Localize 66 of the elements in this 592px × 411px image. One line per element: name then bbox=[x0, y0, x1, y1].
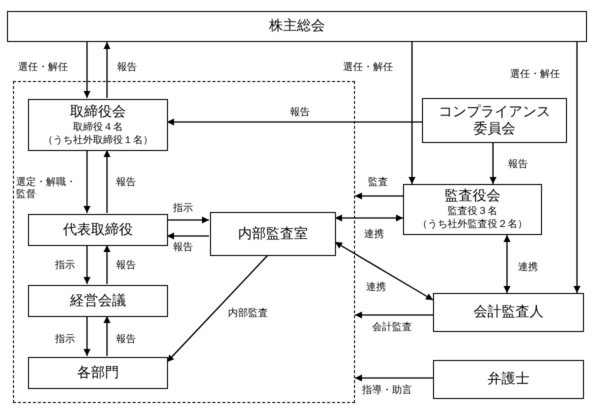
edge-label: 報告 bbox=[116, 177, 136, 189]
arrow bbox=[355, 192, 403, 200]
edge-label: 連携 bbox=[364, 229, 384, 241]
node-detail: 監査役３名 bbox=[448, 205, 498, 218]
node-title: 経営会議 bbox=[70, 292, 126, 310]
arrow bbox=[84, 42, 90, 98]
organization-box bbox=[433, 360, 584, 399]
edge-label: 指示 bbox=[173, 203, 193, 215]
organization-box bbox=[403, 184, 542, 235]
node-title: 監査役会 bbox=[444, 188, 500, 205]
boundary-frame bbox=[13, 81, 355, 403]
arrow bbox=[408, 42, 416, 184]
arrow bbox=[166, 254, 268, 362]
arrow bbox=[574, 42, 580, 293]
organization-box bbox=[422, 98, 567, 143]
edge-label: 報告 bbox=[290, 107, 310, 119]
arrow bbox=[104, 42, 110, 98]
edge-label: 選任・解任 bbox=[510, 69, 560, 81]
arrow bbox=[104, 316, 110, 356]
node-detail: （うち社外取締役１名） bbox=[43, 134, 153, 146]
organization-box bbox=[28, 214, 168, 246]
arrow bbox=[490, 143, 496, 184]
arrow bbox=[84, 316, 90, 356]
node-detail: （うち社外監査役２名） bbox=[418, 218, 528, 231]
edge-label: 選任・解任 bbox=[18, 62, 68, 74]
edge-label: 内部監査 bbox=[228, 308, 268, 320]
edge-label: 指導・助言 bbox=[362, 385, 412, 397]
arrow bbox=[84, 245, 90, 284]
organization-box bbox=[28, 99, 168, 151]
edge-label: 連携 bbox=[518, 262, 538, 274]
edge-label: 選任・解任 bbox=[343, 62, 393, 74]
edge-label: 監査 bbox=[368, 177, 388, 189]
arrow bbox=[355, 312, 433, 318]
node-title: コンプライアンス委員会 bbox=[438, 104, 552, 138]
node-title: 内部監査室 bbox=[238, 226, 308, 242]
edge-label: 報告 bbox=[116, 260, 136, 272]
edge-label: 報告 bbox=[117, 62, 137, 74]
arrow bbox=[355, 374, 433, 382]
node-title: 弁護士 bbox=[488, 371, 530, 388]
edge-label: 報告 bbox=[173, 242, 193, 254]
arrow bbox=[335, 214, 403, 222]
node-title: 株主総会 bbox=[269, 18, 325, 35]
node-title: 会計監査人 bbox=[474, 304, 544, 321]
arrow bbox=[167, 232, 209, 240]
node-title: 取締役会 bbox=[70, 104, 126, 120]
organization-box bbox=[28, 357, 168, 389]
node-detail: 取締役４名 bbox=[73, 120, 123, 134]
organization-box bbox=[7, 11, 587, 42]
arrow bbox=[334, 241, 434, 301]
arrow bbox=[84, 150, 90, 213]
edge-label: 指示 bbox=[55, 260, 75, 272]
arrow bbox=[104, 150, 110, 213]
edge-label: 報告 bbox=[508, 159, 528, 171]
arrow bbox=[104, 245, 110, 284]
edge-label: 指示 bbox=[55, 334, 75, 346]
edge-label: 会計監査 bbox=[372, 322, 412, 334]
edge-label: 報告 bbox=[116, 334, 136, 346]
edge-label: 連携 bbox=[366, 282, 386, 294]
organization-box bbox=[210, 212, 336, 256]
arrow bbox=[167, 216, 209, 224]
organization-box bbox=[28, 285, 168, 317]
node-title: 各部門 bbox=[77, 364, 119, 382]
arrow bbox=[167, 118, 422, 126]
organization-box bbox=[433, 293, 584, 332]
node-title: 代表取締役 bbox=[63, 222, 133, 238]
arrow bbox=[504, 235, 510, 293]
